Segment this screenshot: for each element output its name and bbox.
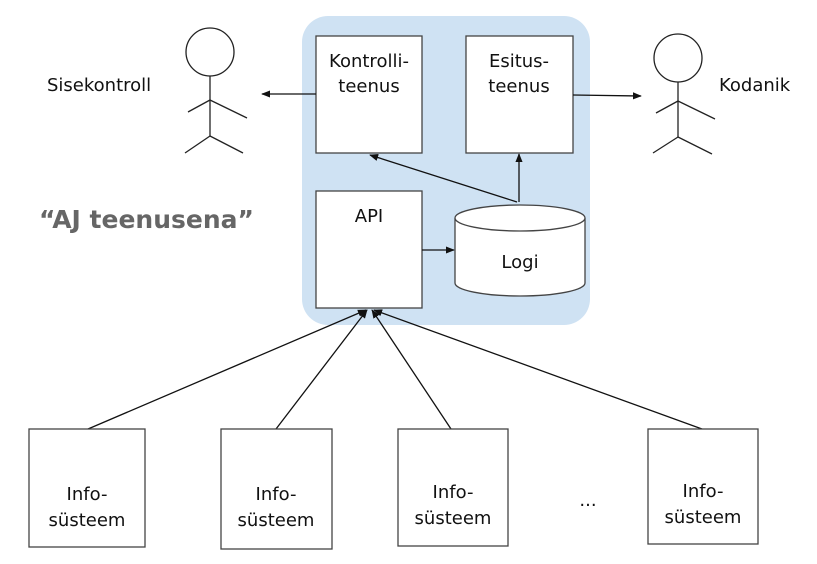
info-system-box[interactable]: Info- süsteem bbox=[220, 428, 333, 550]
more-systems-ellipsis: ... bbox=[579, 490, 596, 511]
log-to-control-arrow bbox=[369, 154, 518, 203]
info-system-label-1: Info- bbox=[256, 484, 297, 505]
info-system-box[interactable]: Info- süsteem bbox=[28, 428, 146, 548]
presentation-service-label-1: Esitus- bbox=[489, 51, 549, 72]
info-system-label-2: süsteem bbox=[238, 510, 315, 531]
sisekontroll-actor-icon bbox=[184, 27, 248, 154]
log-label: Logi bbox=[501, 252, 538, 273]
control-service-label-1: Kontrolli- bbox=[329, 51, 409, 72]
presentation-service-label-2: teenus bbox=[488, 76, 549, 97]
info-system-label-2: süsteem bbox=[415, 508, 492, 529]
kodanik-actor-icon bbox=[652, 33, 716, 155]
info-system-label-2: süsteem bbox=[665, 507, 742, 528]
source-1-to-api-arrow bbox=[87, 309, 367, 430]
source-4-to-api-arrow bbox=[373, 309, 703, 430]
api-label: API bbox=[355, 206, 383, 227]
api-box[interactable]: API bbox=[315, 190, 423, 309]
control-service-box[interactable]: Kontrolli- teenus bbox=[315, 35, 423, 154]
sisekontroll-label: Sisekontroll bbox=[47, 75, 151, 96]
info-system-box[interactable]: Info- süsteem bbox=[397, 428, 509, 547]
info-system-box[interactable]: Info- süsteem bbox=[647, 428, 759, 545]
presentation-to-kodanik-arrow bbox=[572, 92, 642, 100]
diagram-title: “AJ teenusena” bbox=[39, 205, 254, 234]
kodanik-label: Kodanik bbox=[719, 75, 791, 96]
info-system-label-1: Info- bbox=[433, 482, 474, 503]
presentation-service-box[interactable]: Esitus- teenus bbox=[465, 35, 574, 154]
info-system-label-1: Info- bbox=[683, 481, 724, 502]
source-2-to-api-arrow bbox=[275, 309, 368, 430]
info-system-label-1: Info- bbox=[67, 484, 108, 505]
log-database[interactable]: Logi bbox=[454, 204, 586, 297]
control-service-label-2: teenus bbox=[338, 76, 399, 97]
source-3-to-api-arrow bbox=[371, 309, 452, 430]
info-system-label-2: süsteem bbox=[49, 510, 126, 531]
